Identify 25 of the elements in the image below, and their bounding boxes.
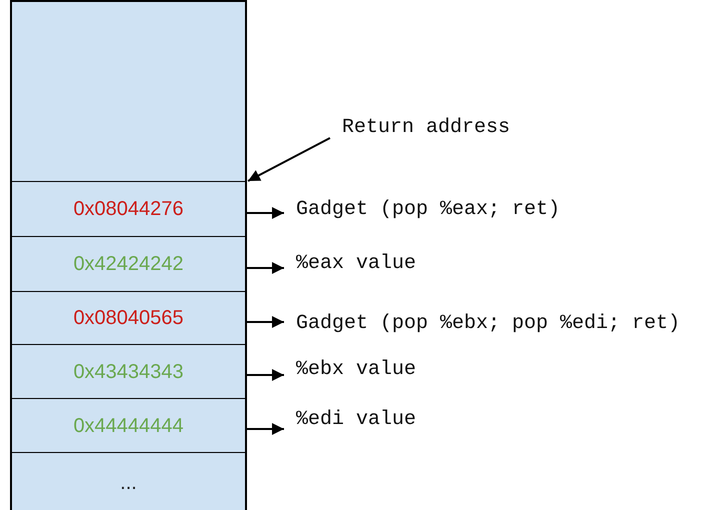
annotation-text: Gadget (pop %eax; ret) [296,197,560,223]
stack-value: 0x42424242 [73,252,184,277]
annotation-text: Gadget (pop %ebx; pop %edi; ret) [296,311,680,337]
stack-value: ... [120,470,137,496]
arrow [247,369,284,381]
stack-cell [10,182,247,237]
stack-value: 0x08040565 [73,306,184,331]
arrow [247,316,284,328]
stack-cell [10,292,247,345]
stack-cell [10,237,247,292]
stack-cell [10,0,247,182]
stack-cell [10,345,247,399]
arrow [247,262,284,274]
annotation-text: Return address [342,115,510,141]
stack-value: 0x08044276 [73,197,184,222]
arrow [247,423,284,435]
arrow [247,207,284,219]
stack-value: 0x43434343 [73,360,184,384]
stack-value: 0x44444444 [73,414,184,438]
arrow [248,137,330,182]
stack-cell [10,399,247,453]
stack-cell [10,453,247,510]
annotation-text: %edi value [296,407,416,433]
annotation-text: %ebx value [296,357,416,383]
annotation-text: %eax value [296,251,416,277]
